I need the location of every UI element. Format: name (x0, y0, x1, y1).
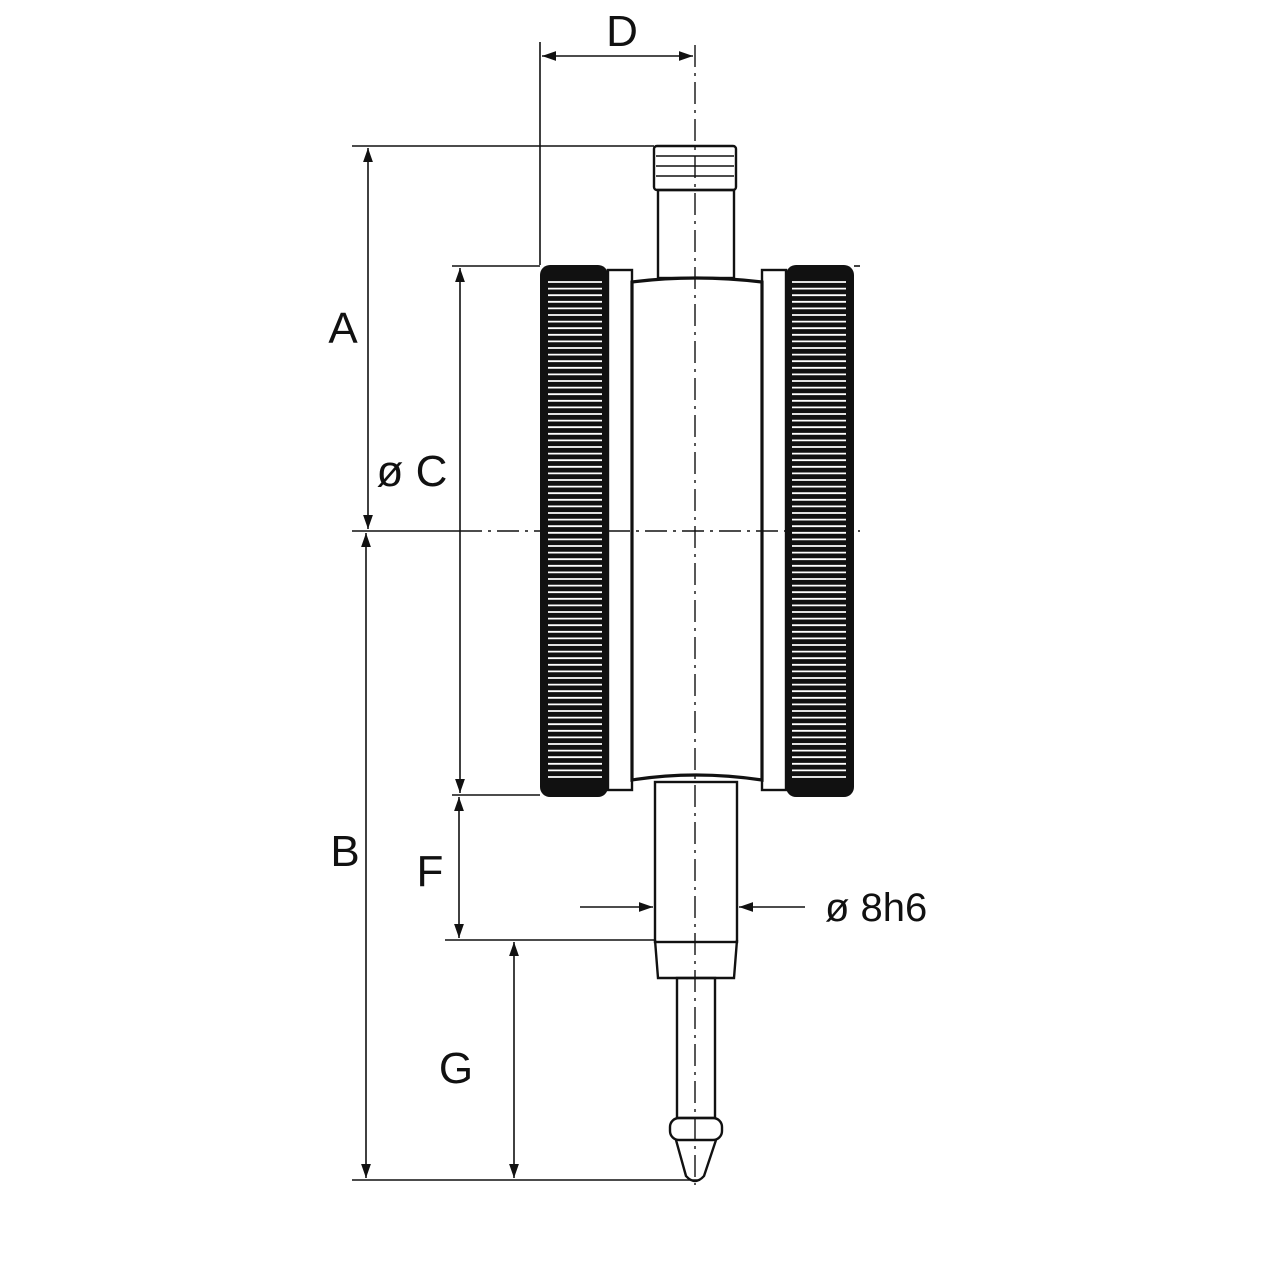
left-bezel-rim (606, 268, 634, 792)
spindle (675, 976, 717, 1120)
dimension-lines (361, 51, 805, 1178)
label-stem-diameter: ø 8h6 (825, 886, 927, 930)
left-knurl-lines (548, 281, 602, 778)
stem-and-spindle (653, 780, 739, 1183)
label-c: ø C (377, 447, 448, 496)
label-b: B (330, 827, 359, 876)
stem-end (653, 939, 739, 980)
dimension-labels: A B ø C D F G ø 8h6 (328, 7, 927, 1093)
indicator-body (540, 265, 854, 797)
label-f: F (417, 847, 444, 896)
contact-point-tip (674, 1139, 718, 1183)
right-knurl-lines (792, 281, 846, 778)
right-bezel-rim (760, 268, 788, 792)
extension-lines (352, 42, 860, 1181)
label-d: D (606, 7, 638, 56)
label-g: G (439, 1044, 473, 1093)
top-lug (652, 144, 738, 280)
contact-point-collar (668, 1116, 724, 1142)
body-case (630, 276, 764, 782)
top-neck (656, 188, 736, 280)
label-a: A (328, 304, 358, 353)
mounting-stem (653, 780, 739, 944)
